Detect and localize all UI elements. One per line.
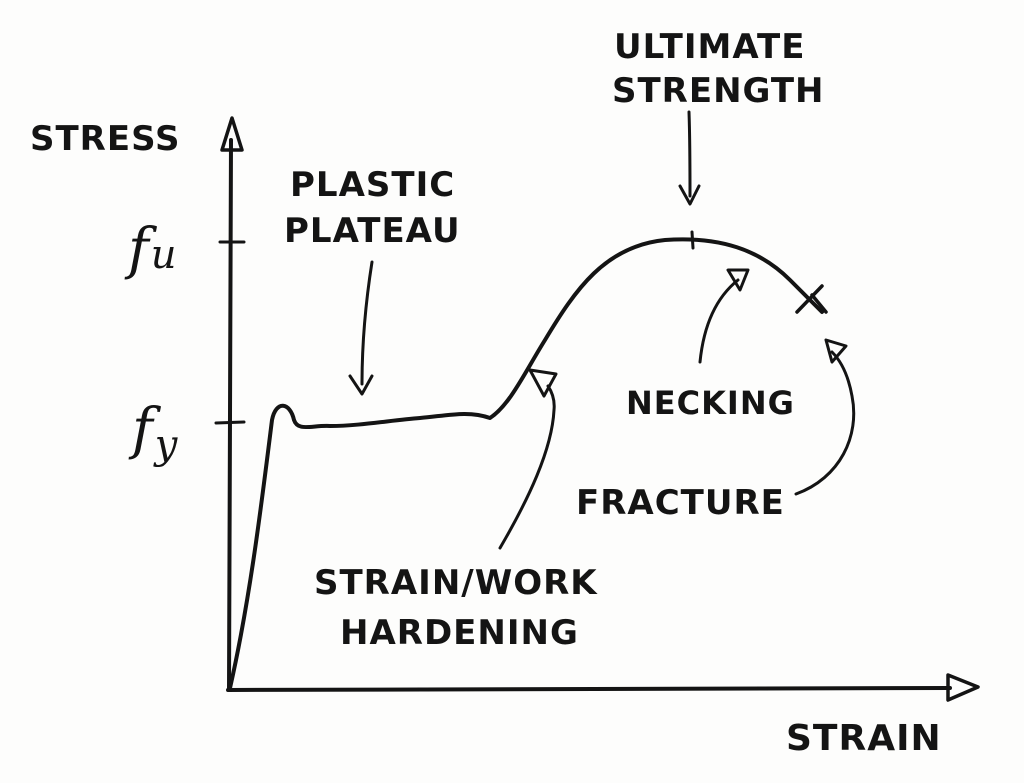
hardening-label-line2: HARDENING [340,613,579,653]
hardening-arrowhead [528,368,558,398]
ultimate-strength-arrow [687,110,692,198]
fracture-arrow [794,350,856,496]
plastic-plateau-arrow [360,260,374,386]
y-axis [227,138,233,692]
fracture-arrowhead [824,338,848,364]
x-axis [226,686,952,692]
plastic-plateau-label-line2: PLATEAU [284,211,461,251]
ultimate-strength-label-line2: STRENGTH [612,71,825,111]
fy-tick [214,420,246,425]
ultimate-strength-label-line1: ULTIMATE [614,27,805,67]
fu-label: fu [124,217,177,282]
necking-arrowhead [726,268,750,292]
fracture-label: FRACTURE [576,483,785,523]
necking-label: NECKING [626,384,795,422]
y-axis-label: STRESS [30,119,181,159]
necking-arrow [698,278,740,364]
fy-label: fy [128,397,179,468]
stress-strain-curve [228,237,824,690]
fracture-cross [795,284,828,314]
plastic-plateau-label-line1: PLASTIC [290,165,455,205]
x-axis-label: STRAIN [786,718,942,759]
ultimate-point-tick [690,230,695,250]
ultimate-strength-arrowhead [678,184,701,206]
plastic-plateau-arrowhead [348,374,374,396]
x-axis-arrowhead [946,673,980,702]
hardening-arrow [498,384,556,550]
y-axis-arrowhead [220,116,244,152]
hardening-label-line1: STRAIN/WORK [314,563,598,603]
